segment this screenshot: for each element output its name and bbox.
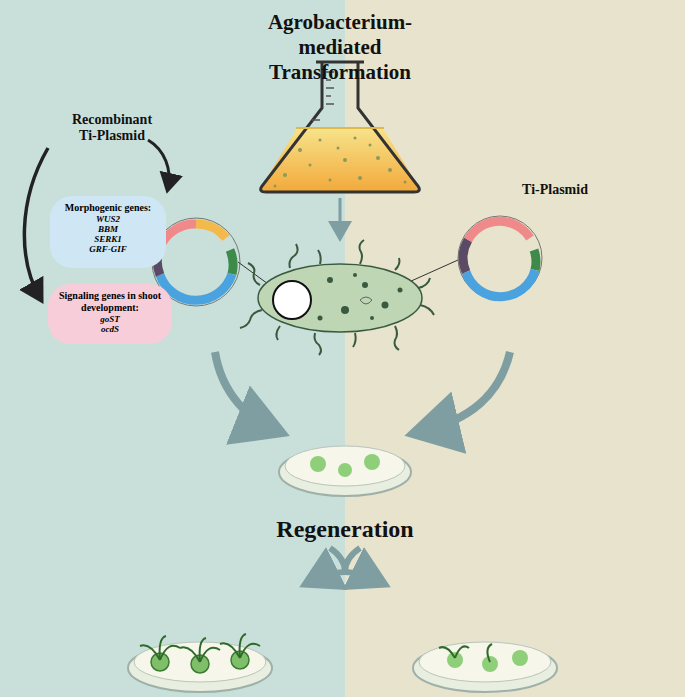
- curved-arrow: [148, 140, 169, 188]
- plasmid-label: Ti-Plasmid: [500, 182, 610, 198]
- box-heading: Morphogenic genes:: [60, 202, 156, 214]
- split-arrow: [310, 548, 380, 582]
- flow-arrow: [420, 352, 510, 432]
- box-heading: Signaling genes in shoot development:: [58, 290, 162, 314]
- gene-name: WUS2: [60, 214, 156, 224]
- petri-dish: [279, 446, 411, 496]
- gene-name: BBM: [60, 224, 156, 234]
- gene-name: goST: [58, 314, 162, 324]
- gene-box: Signaling genes in shoot development:goS…: [48, 284, 172, 344]
- gene-name: SERK1: [60, 234, 156, 244]
- flow-arrow: [339, 198, 342, 236]
- right-background: [345, 0, 685, 697]
- gene-name: ocdS: [58, 324, 162, 334]
- petri-dish: [413, 642, 557, 692]
- ti-plasmid: [458, 216, 542, 300]
- petri-dish: [128, 634, 272, 692]
- gene-box: Morphogenic genes:WUS2BBMSERK1GRF-GIF: [50, 196, 166, 268]
- curved-arrow: [24, 148, 48, 298]
- bacterium: [240, 240, 434, 355]
- left-background: [0, 0, 345, 697]
- plasmid-label: Recombinant Ti-Plasmid: [62, 112, 162, 144]
- stage-label: Regeneration: [245, 516, 445, 542]
- flow-arrow: [215, 352, 275, 430]
- diagram-title: Agrobacterium-mediated Transformation: [240, 10, 440, 85]
- gene-name: GRF-GIF: [60, 244, 156, 254]
